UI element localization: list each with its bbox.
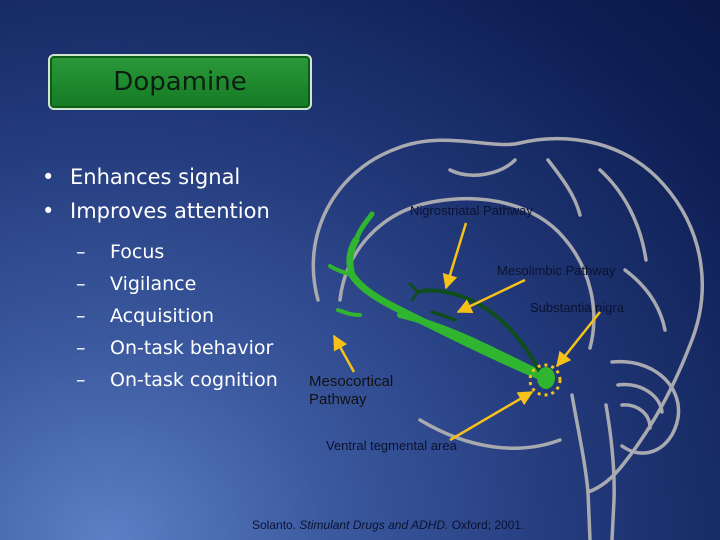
mesocortical-arrow <box>332 334 356 373</box>
gyrus-fold-2 <box>598 168 648 262</box>
label-nigrostriatal-pathway: Nigrostriatal Pathway <box>410 203 533 218</box>
nigrostriatal-arrow <box>442 222 468 290</box>
pointer-arrows <box>332 222 601 442</box>
sub-bullet-focus: Focus <box>76 236 278 268</box>
label-mesocortical-line1: Mesocortical <box>309 373 394 390</box>
label-ventral-tegmental-area: Ventral tegmental area <box>326 438 457 453</box>
dopamine-pathways <box>328 211 555 389</box>
nigrostriatal-pathway-line <box>416 288 542 374</box>
sub-bullet-on-task-cognition: On-task cognition <box>76 364 278 396</box>
citation-publisher: Oxford; 2001. <box>451 518 525 532</box>
mesocortical-upper-branch <box>353 211 375 243</box>
mesolimbic-pathway-line <box>397 312 549 379</box>
mesocortical-terminal-branch <box>336 308 362 317</box>
ventral-tegmental-arrow <box>449 390 534 442</box>
mesocortical-lower-branch <box>328 264 354 277</box>
nigrostriatal-terminal-branch <box>408 282 420 302</box>
bullet-improves-attention: Improves attention <box>42 194 278 228</box>
mesolimbic-arrow <box>456 278 526 314</box>
brain-inner-fold <box>338 196 596 350</box>
slide-title: Dopamine <box>113 67 247 97</box>
brainstem-front <box>570 393 592 540</box>
label-mesocortical-pathway: Mesocortical Pathway <box>309 373 393 409</box>
sub-bullet-acquisition: Acquisition <box>76 300 278 332</box>
label-substantia-nigra: Substantia nigra <box>530 300 624 315</box>
citation-author: Solanto. <box>252 518 297 532</box>
mesolimbic-dark-terminal <box>430 310 457 322</box>
brainstem-back <box>604 403 616 540</box>
citation-work: Stimulant Drugs and ADHD. <box>299 518 449 532</box>
temporal-lobe-contour <box>418 418 562 450</box>
gyrus-fold-3 <box>623 268 667 332</box>
label-mesocortical-line2: Pathway <box>309 391 367 408</box>
brain-outline <box>311 136 704 540</box>
cerebellum-contour <box>610 359 681 455</box>
sub-bullet-list: Focus Vigilance Acquisition On-task beha… <box>76 236 278 396</box>
citation: Solanto. Stimulant Drugs and ADHD. Oxfor… <box>252 518 524 532</box>
sub-bullet-on-task-behavior: On-task behavior <box>76 332 278 364</box>
cerebellum-fold-2 <box>620 403 652 430</box>
ventral-tegmental-area-blob <box>537 367 555 389</box>
substantia-nigra-arrow <box>556 311 601 368</box>
gyrus-fold-1 <box>448 158 517 177</box>
label-mesolimbic-pathway: Mesolimbic Pathway <box>497 263 616 278</box>
cerebellum-fold-1 <box>616 382 664 414</box>
bullet-enhances-signal: Enhances signal <box>42 160 278 194</box>
mesocortical-pathway-line <box>346 236 548 382</box>
gyrus-fold-4 <box>546 158 582 217</box>
substantia-nigra-marker <box>528 363 562 397</box>
brain-outer-contour <box>311 136 704 494</box>
sub-bullet-vigilance: Vigilance <box>76 268 278 300</box>
title-box: Dopamine <box>48 54 312 110</box>
bullet-list: Enhances signal Improves attention Focus… <box>42 160 278 396</box>
